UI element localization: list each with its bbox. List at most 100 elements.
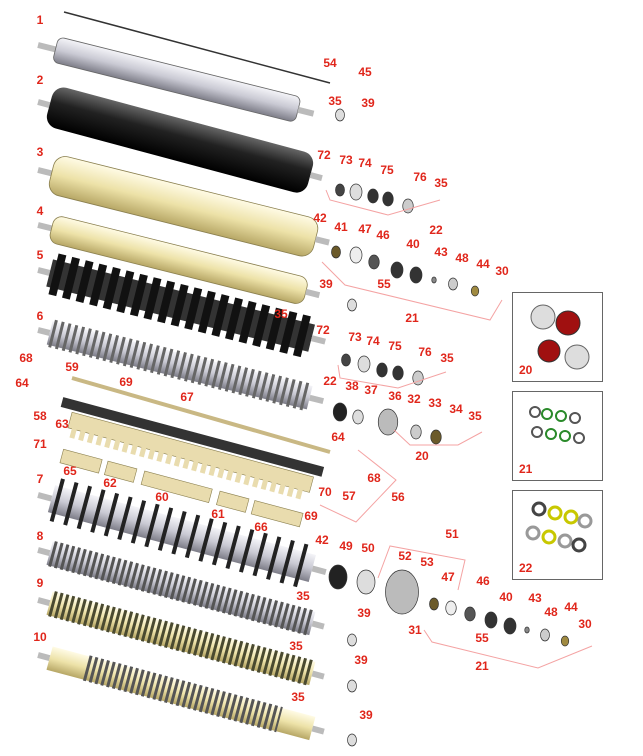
callout-58: 58 (33, 409, 47, 423)
hardware-part (560, 635, 570, 647)
hardware-part (347, 733, 357, 747)
callout-39: 39 (359, 708, 373, 722)
callout-72: 72 (317, 148, 331, 162)
callout-35: 35 (440, 351, 454, 365)
hardware-part (524, 626, 530, 634)
hardware-part (347, 298, 357, 312)
callout-30: 30 (495, 264, 509, 278)
callout-69: 69 (119, 375, 133, 389)
callout-74: 74 (366, 334, 380, 348)
hardware-part (412, 370, 424, 386)
callout-39: 39 (354, 653, 368, 667)
callout-73: 73 (348, 330, 362, 344)
hardware-part (352, 409, 364, 425)
callout-60: 60 (155, 490, 169, 504)
comb-segments (59, 448, 304, 528)
callout-36: 36 (388, 389, 402, 403)
hardware-part (402, 198, 414, 214)
callout-48: 48 (455, 251, 469, 265)
callout-61: 61 (211, 507, 225, 521)
hardware-part (429, 597, 439, 611)
callout-41: 41 (334, 220, 348, 234)
hardware-part (347, 633, 357, 647)
callout-5: 5 (36, 248, 44, 262)
hardware-part (335, 108, 345, 122)
callout-8: 8 (36, 529, 44, 543)
callout-35: 35 (291, 690, 305, 704)
callout-65: 65 (63, 464, 77, 478)
callout-48: 48 (544, 605, 558, 619)
callout-55: 55 (377, 277, 391, 291)
callout-71: 71 (33, 437, 47, 451)
panel-label: 22 (519, 561, 533, 575)
callout-47: 47 (441, 570, 455, 584)
callout-57: 57 (342, 489, 356, 503)
callout-64: 64 (15, 376, 29, 390)
hardware-part (503, 617, 517, 635)
callout-75: 75 (388, 339, 402, 353)
kit-panel-22: 22 (512, 490, 603, 580)
callout-39: 39 (361, 96, 375, 110)
hardware-part (448, 277, 458, 291)
hardware-part (376, 362, 388, 378)
callout-54: 54 (323, 56, 337, 70)
leader-brackets (319, 189, 593, 669)
hardware-part (392, 365, 404, 381)
callout-68: 68 (19, 351, 33, 365)
callout-46: 46 (376, 228, 390, 242)
roller-1 (37, 37, 315, 122)
callout-51: 51 (445, 527, 459, 541)
callout-67: 67 (180, 390, 194, 404)
hardware-part (349, 246, 363, 264)
callout-9: 9 (36, 576, 44, 590)
hardware-part (328, 564, 348, 590)
callout-42: 42 (315, 533, 329, 547)
hardware-part (331, 245, 341, 259)
callout-34: 34 (449, 402, 463, 416)
hardware-part (385, 569, 419, 615)
panel-label: 20 (519, 363, 533, 377)
rollers (37, 11, 331, 741)
callout-59: 59 (65, 360, 79, 374)
comb-71 (67, 411, 314, 501)
callout-6: 6 (36, 309, 44, 323)
hardware-part (357, 355, 371, 373)
roller-4 (37, 216, 321, 304)
hardware-part (540, 628, 550, 642)
callout-45: 45 (358, 65, 372, 79)
callout-1: 1 (36, 13, 44, 27)
callout-56: 56 (391, 490, 405, 504)
callout-2: 2 (36, 73, 44, 87)
callout-73: 73 (339, 153, 353, 167)
callout-39: 39 (319, 277, 333, 291)
hardware-part (332, 402, 348, 422)
callout-33: 33 (428, 396, 442, 410)
hardware-part (445, 600, 457, 616)
callout-35: 35 (274, 307, 288, 321)
roller-7 (37, 478, 327, 590)
panel-label: 21 (519, 462, 533, 476)
callout-35: 35 (328, 94, 342, 108)
hardware-part (390, 261, 404, 279)
callout-55: 55 (475, 631, 489, 645)
hardware-part (377, 408, 399, 436)
hardware-part (430, 429, 442, 445)
callout-35: 35 (434, 176, 448, 190)
hardware-part (335, 183, 345, 197)
callout-10: 10 (33, 630, 47, 644)
callout-76: 76 (418, 345, 432, 359)
roller-5 (37, 253, 326, 359)
small-parts (328, 108, 570, 747)
callout-31: 31 (408, 623, 422, 637)
callout-62: 62 (103, 476, 117, 490)
hardware-part (367, 188, 379, 204)
callout-30: 30 (578, 617, 592, 631)
callout-22: 22 (429, 223, 443, 237)
kit-panel-21: 21 (512, 391, 603, 481)
bearing-kit-21-icon (529, 406, 585, 444)
hardware-part (464, 606, 476, 622)
callout-20: 20 (415, 449, 429, 463)
callout-21: 21 (475, 659, 489, 673)
callout-70: 70 (318, 485, 332, 499)
hardware-part (368, 254, 380, 270)
